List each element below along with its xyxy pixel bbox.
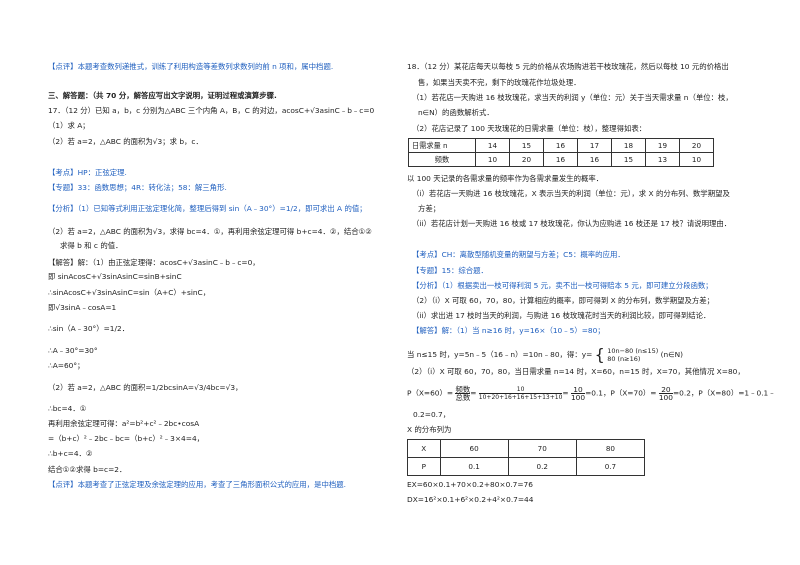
jieda-line-5: ∴sin（A﹣30°）=1/2． <box>48 324 130 333</box>
problem-18-sub-i-2: 方差； <box>418 204 441 213</box>
jieda-line-10: 再利用余弦定理可得：a²=b²+c²﹣2bc•cosA <box>48 419 200 428</box>
jieda-line-12: ∴b+c=4．② <box>48 449 93 458</box>
comment-line: 【点评】本题考查数列递推式，训练了利用构造等差数列求数列的前 n 项和，属中档题… <box>48 62 334 71</box>
problem-18-statement-1: 18．（12 分）某花店每天以每枝 5 元的价格从农场购进若干枝玫瑰花，然后以每… <box>407 62 729 71</box>
kaodian-line: 【考点】HP：正弦定理. <box>48 168 127 177</box>
problem-18-part1-1: （1）若花店一天购进 16 枝玫瑰花，求当天的利润 y（单位：元）关于当天需求量… <box>412 93 733 102</box>
kaodian-line: 【考点】CH：离散型随机变量的期望与方差；C5：概率的应用． <box>412 250 625 259</box>
jieda-line-8: （2）若 a=2，△ABC 的面积=1/2bcsinA=√3/4bc=√3， <box>48 383 243 392</box>
problem-18-part1-2: n∈N）的函数解析式． <box>418 108 494 117</box>
jieda-line-3: 0.2=0.7， <box>413 410 451 419</box>
problem-17-statement: 17．（12 分）已知 a，b，c 分别为△ABC 三个内角 A，B，C 的对边… <box>48 106 375 115</box>
jieda-line-9: ∴bc=4．① <box>48 404 87 413</box>
fenxi-line-2: （2）若 a=2，△ABC 的面积为√3，求得 bc=4．①，再利用余弦定理可得… <box>48 227 372 236</box>
fraction: 频数总数 <box>455 385 471 402</box>
jieda-line-1: 【解答】解：（1）当 n≥16 时，y=16×（10﹣5）=80； <box>412 326 605 335</box>
piecewise-function: 当 n≤15 时，y=5n﹣5（16﹣n）=10n﹣80，得：y= { 10n−… <box>407 345 684 364</box>
fenxi-line-1: 【分析】（1）已知等式利用正弦定理化简，整理后得到 sin（A﹣30°）=1/2… <box>48 204 367 213</box>
expectation-line: EX=60×0.1+70×0.2+80×0.7=76 <box>407 480 533 489</box>
problem-18-sub-ii: （ii）若花店计划一天购进 16 枝或 17 枝玫瑰花，你认为应购进 16 枝还… <box>412 219 732 228</box>
jieda-line-4: 即√3sinA﹣cosA=1 <box>48 303 117 312</box>
jieda-line-13: 结合①②求得 b=c=2． <box>48 465 127 474</box>
table-row: 频数 10 20 16 16 15 13 10 <box>408 152 714 167</box>
jieda-line-1: 【解答】解：（1）由正弦定理得：acosC+√3asinC﹣b﹣c=0， <box>48 258 260 267</box>
fenxi-line-3: （ii）求出进 17 枝时当天的利润，与购进 16 枝玫瑰花时当天的利润比较，即… <box>412 311 711 320</box>
variance-line: DX=16²×0.1+6²×0.2+4²×0.7=44 <box>407 495 534 504</box>
jieda-line-11: =（b+c）²﹣2bc﹣bc=（b+c）²﹣3×4=4， <box>48 434 205 443</box>
zhuanti-line: 【专题】15：综合题． <box>412 266 488 275</box>
fenxi-line-2: （2）（i）X 可取 60，70，80，计算相应的概率，即可得到 X 的分布列，… <box>412 296 715 305</box>
problem-17-part2: （2）若 a=2，△ABC 的面积为√3；求 b，c． <box>48 137 203 146</box>
dianping-line: 【点评】本题考查了正弦定理及余弦定理的应用，考查了三角形面积公式的应用，是中档题… <box>48 480 346 489</box>
jieda-line-3: ∴sinAcosC+√3sinAsinC=sin（A+C）+sinC， <box>48 288 211 297</box>
jieda-line-2: （2）（i）X 可取 60，70，80，当日需求量 n=14 时，X=60，n=… <box>407 367 745 376</box>
problem-18-statement-2: 售，如果当天卖不完，剩下的玫瑰花作垃圾处理． <box>418 78 581 87</box>
probability-note: 以 100 天记录的各需求量的频率作为各需求量发生的概率． <box>407 174 604 183</box>
demand-frequency-table: 日需求量 n 14 15 16 17 18 19 20 频数 10 20 16 … <box>408 138 714 167</box>
distribution-heading: X 的分布列为 <box>407 425 452 434</box>
jieda-line-6: ∴A﹣30°=30° <box>48 346 98 355</box>
table-row: P 0.1 0.2 0.7 <box>407 457 646 476</box>
table-row: X 60 70 80 <box>407 439 646 458</box>
fenxi-line-3: 求得 b 和 c 的值． <box>60 241 123 250</box>
problem-17-part1: （1）求 A； <box>48 121 90 130</box>
fenxi-line-1: 【分析】（1）根据卖出一枝可得利润 5 元，卖不出一枝可得赔本 5 元，即可建立… <box>412 281 713 290</box>
problem-18-part2: （2）花店记录了 100 天玫瑰花的日需求量（单位：枝），整理得如表： <box>412 124 647 133</box>
jieda-line-7: ∴A=60°； <box>48 361 85 370</box>
zhuanti-line: 【专题】33：函数思想；4R：转化法；58：解三角形. <box>48 183 227 192</box>
jieda-line-2: 即 sinAcosC+√3sinAsinC=sinB+sinC <box>48 272 182 281</box>
distribution-table: X 60 70 80 P 0.1 0.2 0.7 <box>407 439 646 476</box>
brace-icon: { <box>594 345 605 364</box>
problem-18-sub-i-1: （i）若花店一天购进 16 枝玫瑰花，X 表示当天的利润（单位：元），求 X 的… <box>412 189 730 198</box>
section-heading: 三、解答题：（共 70 分，解答应写出文字说明，证明过程或演算步骤. <box>48 91 277 100</box>
table-row: 日需求量 n 14 15 16 17 18 19 20 <box>408 138 714 153</box>
